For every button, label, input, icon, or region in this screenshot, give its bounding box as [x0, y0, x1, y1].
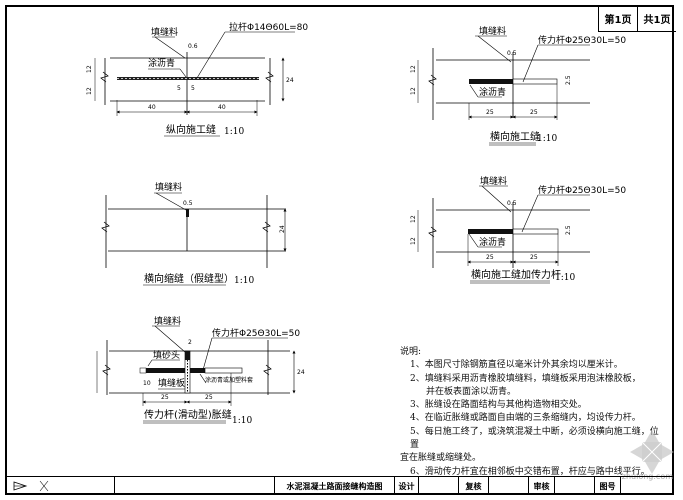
svg-text:1:10: 1:10 — [224, 127, 244, 137]
title-block-icons — [5, 477, 115, 495]
notes-heading: 说明: — [400, 347, 422, 357]
drawing-longitudinal-joint: 填缝料 拉杆Φ14Θ60L=80 涂沥青 0.6 40 40 5 5 12 12… — [86, 21, 308, 137]
note-item: 5、每日施工终了，或浇筑混凝土中断，必须设横向施工缝，位置 — [410, 426, 659, 451]
svg-text:填缝板: 填缝板 — [158, 377, 185, 389]
svg-text:12: 12 — [86, 87, 93, 95]
svg-text:涂沥青: 涂沥青 — [479, 86, 506, 98]
note-item: 6、滑动传力杆宜在相邻板中交错布置，杆应与路中线平行。 — [410, 466, 650, 477]
design-label: 设计 — [395, 477, 419, 495]
svg-text:12: 12 — [410, 87, 417, 95]
svg-text:25: 25 — [486, 109, 494, 116]
svg-text:12: 12 — [410, 237, 417, 245]
svg-text:0.5: 0.5 — [507, 50, 517, 57]
svg-text:横向施工缝加传力杆: 横向施工缝加传力杆 — [471, 268, 561, 281]
svg-text:横向施工缝: 横向施工缝 — [490, 130, 540, 143]
note-item: 4、在临近胀缝或路面自由端的三条缩缝内，均设传力杆。 — [410, 413, 641, 424]
watermark-logo-icon — [630, 430, 674, 474]
svg-text:12: 12 — [410, 65, 417, 73]
title-block: 水泥混凝土路面接缝构造图 设计 复核 审核 图号 — [5, 476, 674, 495]
drawing-transverse-construction-joint: 填缝料 传力杆Φ25Θ30L=50 涂沥青 0.5 25 25 12 12 2.… — [410, 25, 626, 146]
approve-label: 审核 — [529, 477, 555, 495]
svg-text:24: 24 — [286, 77, 294, 84]
svg-text:40: 40 — [218, 104, 226, 111]
design-value — [419, 477, 459, 495]
review-value — [489, 477, 529, 495]
svg-text:0.5: 0.5 — [183, 200, 193, 207]
approve-value — [555, 477, 595, 495]
note-item: 2、填缝料采用沥青橡胶填缝料，填缝板采用泡沫橡胶板， — [410, 373, 641, 384]
svg-text:12: 12 — [86, 65, 93, 73]
drawing-transverse-shrinkage-joint: 填缝料 0.5 24 横向缩缝（假缝型） 1:10 — [101, 181, 287, 286]
svg-text:填缝料: 填缝料 — [479, 25, 506, 37]
svg-text:0.5: 0.5 — [507, 200, 517, 207]
note-item-cont: 并在板表面涂以沥青。 — [426, 386, 517, 397]
svg-text:2.5: 2.5 — [565, 225, 572, 235]
drawing-dowel-expansion-joint: 填缝料 传力杆Φ25Θ30L=50 填砂头 填缝板 涂沥青或加塑料套 2 10 … — [96, 315, 305, 426]
cross-icon — [39, 480, 49, 492]
page-current: 第1页 — [604, 14, 632, 26]
drawing-transverse-construction-joint-dowel: 填缝料 传力杆Φ25Θ30L=50 涂沥青 0.5 25 25 12 12 2.… — [410, 175, 626, 284]
svg-text:24: 24 — [297, 369, 305, 376]
svg-text:填缝料: 填缝料 — [154, 315, 181, 327]
note-item: 1、本图尺寸除钢筋直径以毫米计外其余均以厘米计。 — [410, 360, 623, 371]
note-item: 3、胀缝设在路面结构与其他构造物相交处。 — [410, 400, 587, 411]
svg-text:2: 2 — [188, 339, 192, 346]
svg-text:5: 5 — [191, 85, 195, 92]
asphalt-label: 涂沥青 — [148, 57, 175, 69]
coating-label: 涂沥青或加塑料套 — [205, 376, 253, 384]
svg-text:40: 40 — [148, 104, 156, 111]
svg-text:1:10: 1:10 — [555, 273, 575, 283]
svg-text:12: 12 — [410, 215, 417, 223]
drawing-title: 纵向施工缝 — [166, 123, 216, 136]
svg-text:传力杆Φ25Θ30L=50: 传力杆Φ25Θ30L=50 — [538, 184, 626, 196]
svg-text:填缝料: 填缝料 — [480, 175, 507, 187]
svg-text:1:10: 1:10 — [537, 134, 557, 144]
svg-text:25: 25 — [161, 394, 169, 401]
page-total: 共1页 — [637, 5, 676, 31]
svg-text:填砂头: 填砂头 — [153, 349, 180, 361]
drawing-no-label: 图号 — [595, 477, 621, 495]
review-label: 复核 — [459, 477, 489, 495]
svg-text:1:10: 1:10 — [232, 416, 252, 426]
svg-text:10: 10 — [143, 380, 151, 387]
drawing-frame — [5, 5, 674, 495]
svg-text:25: 25 — [486, 254, 494, 261]
filler-label: 填缝料 — [151, 26, 178, 38]
svg-text:传力杆Φ25Θ30L=50: 传力杆Φ25Θ30L=50 — [538, 34, 626, 46]
notes-section: 说明: 1、本图尺寸除钢筋直径以毫米计外其余均以厘米计。 2、填缝料采用沥青橡胶… — [400, 346, 665, 479]
svg-text:25: 25 — [530, 254, 538, 261]
svg-text:25: 25 — [205, 394, 213, 401]
svg-text:0.6: 0.6 — [188, 43, 198, 50]
svg-text:传力杆Φ25Θ30L=50: 传力杆Φ25Θ30L=50 — [212, 327, 300, 339]
svg-text:24: 24 — [279, 225, 286, 233]
drawing-name: 水泥混凝土路面接缝构造图 — [275, 477, 395, 495]
svg-text:填缝料: 填缝料 — [155, 181, 182, 193]
svg-text:横向缩缝（假缝型）: 横向缩缝（假缝型） — [144, 272, 234, 285]
page-indicator: 第1页 共1页 — [598, 5, 676, 32]
svg-text:25: 25 — [530, 109, 538, 116]
title-block-blank — [115, 477, 275, 495]
drawing-no-value — [621, 477, 674, 495]
svg-text:传力杆(滑动型)胀缝: 传力杆(滑动型)胀缝 — [144, 408, 232, 421]
note-item-cont: 宜在胀缝或缩缝处。 — [400, 453, 482, 464]
svg-text:5: 5 — [177, 85, 181, 92]
svg-text:1:10: 1:10 — [234, 276, 254, 286]
svg-text:2.5: 2.5 — [565, 75, 572, 85]
svg-text:涂沥青: 涂沥青 — [479, 236, 506, 248]
tie-bar-label: 拉杆Φ14Θ60L=80 — [229, 21, 308, 33]
arrow-flag-icon — [13, 481, 28, 491]
